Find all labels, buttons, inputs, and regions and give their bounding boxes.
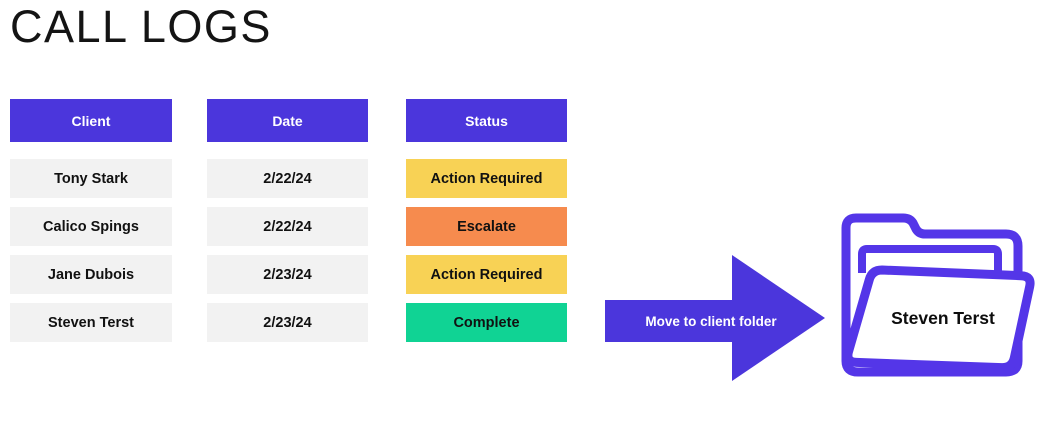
column-header-client: Client [10, 99, 172, 142]
table-column-status: Status Action Required Escalate Action R… [406, 99, 567, 351]
date-cell: 2/23/24 [207, 303, 368, 342]
status-badge: Action Required [406, 255, 567, 294]
status-badge: Action Required [406, 159, 567, 198]
client-cell: Steven Terst [10, 303, 172, 342]
client-cell: Calico Spings [10, 207, 172, 246]
client-cell: Tony Stark [10, 159, 172, 198]
arrow-label: Move to client folder [645, 313, 777, 329]
table-column-client: Client Tony Stark Calico Spings Jane Dub… [10, 99, 172, 351]
column-header-status: Status [406, 99, 567, 142]
client-cell: Jane Dubois [10, 255, 172, 294]
table-column-date: Date 2/22/24 2/22/24 2/23/24 2/23/24 [207, 99, 368, 351]
page-title: CALL LOGS [10, 1, 272, 52]
status-badge: Complete [406, 303, 567, 342]
arrow-right-icon [605, 255, 825, 381]
folder-label: Steven Terst [891, 307, 995, 328]
open-folder-icon [841, 213, 1035, 377]
date-cell: 2/23/24 [207, 255, 368, 294]
date-cell: 2/22/24 [207, 159, 368, 198]
date-cell: 2/22/24 [207, 207, 368, 246]
status-badge: Escalate [406, 207, 567, 246]
column-header-date: Date [207, 99, 368, 142]
